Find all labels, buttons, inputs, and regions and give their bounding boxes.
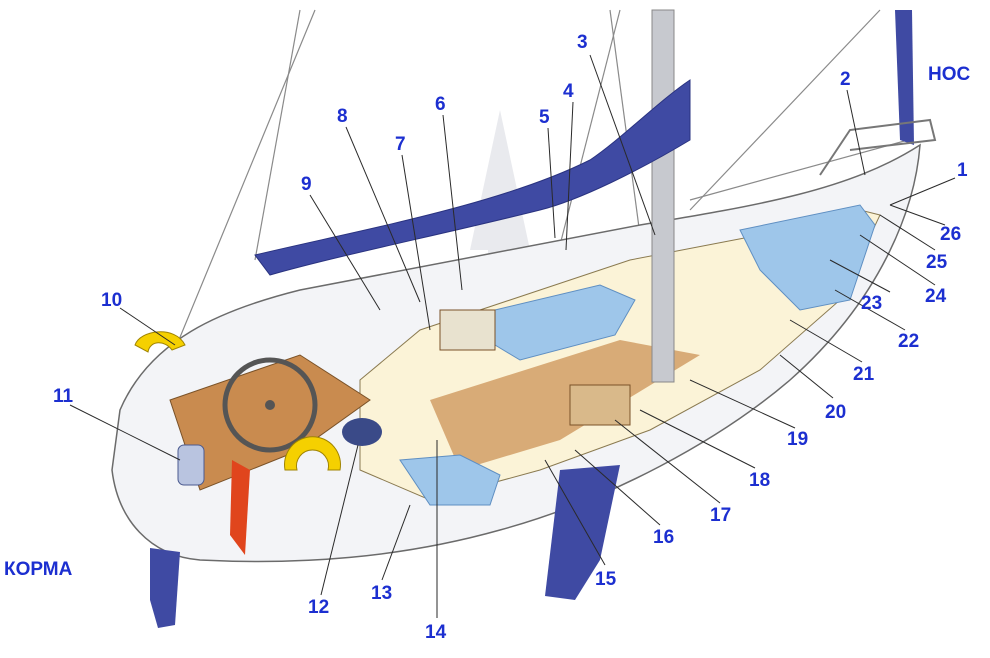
- steering-wheel: [222, 357, 318, 453]
- callout-18: 18: [749, 470, 770, 491]
- forepeak-berth: [739, 204, 876, 311]
- callout-5: 5: [539, 107, 550, 128]
- floor: [430, 340, 700, 470]
- callout-24: 24: [925, 286, 947, 307]
- furled-headsail: [895, 10, 914, 145]
- callout-13: 13: [371, 583, 392, 604]
- leader-lines: [69, 54, 956, 618]
- chart-table: [569, 384, 631, 426]
- callout-20: 20: [825, 402, 846, 423]
- callout-17: 17: [710, 505, 731, 526]
- keel: [545, 465, 620, 600]
- callout-23: 23: [861, 293, 882, 314]
- callout-11: 11: [53, 386, 74, 407]
- callout-15: 15: [595, 569, 617, 590]
- ensign-flag: [230, 460, 250, 555]
- callout-26: 26: [940, 224, 961, 245]
- callout-1: 1: [957, 160, 968, 181]
- mast: [651, 9, 675, 383]
- callout-14: 14: [425, 622, 447, 643]
- gas-bottle: [177, 444, 205, 486]
- rudder: [150, 548, 180, 628]
- bow-pulpit: [819, 118, 937, 176]
- callout-8: 8: [337, 106, 348, 127]
- callout-3: 3: [577, 32, 588, 53]
- callout-22: 22: [898, 331, 919, 352]
- callout-16: 16: [653, 527, 674, 548]
- callout-10: 10: [101, 290, 122, 311]
- callout-25: 25: [926, 252, 948, 273]
- stern-lifebuoy: [134, 331, 186, 353]
- callout-4: 4: [563, 81, 574, 102]
- callout-21: 21: [853, 364, 875, 385]
- callout-19: 19: [787, 429, 808, 450]
- quarter-berth: [399, 454, 501, 506]
- winch: [342, 418, 382, 446]
- callout-numbers: 1 2 3 4 5 6 7 8 9 10 11 12 13 14 15 16 1…: [53, 32, 968, 643]
- horseshoe-lifebuoy: [284, 436, 341, 471]
- callout-2: 2: [840, 69, 851, 90]
- bow-label: НОС: [928, 64, 971, 85]
- callout-9: 9: [301, 174, 312, 195]
- stern-label: КОРМА: [4, 559, 73, 580]
- callout-6: 6: [435, 94, 446, 115]
- callout-12: 12: [308, 597, 329, 618]
- galley: [439, 309, 496, 351]
- callout-7: 7: [395, 134, 406, 155]
